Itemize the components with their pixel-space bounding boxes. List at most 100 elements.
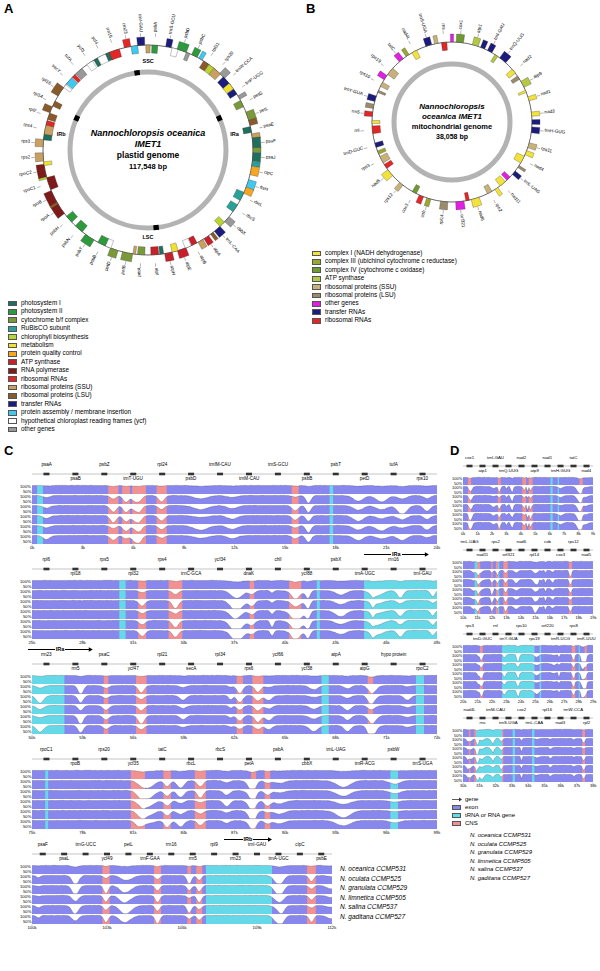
conservation-track xyxy=(463,672,593,680)
gene-label: psbC xyxy=(198,33,207,45)
axis-label: 100% xyxy=(20,725,31,729)
conservation-curve xyxy=(463,765,592,771)
tick-label: 100k xyxy=(28,926,37,930)
legend-text: chlorophyll biosynthesis xyxy=(21,334,89,340)
conservation-band xyxy=(119,610,125,619)
conservation-band xyxy=(119,630,125,639)
axis-label: 50% xyxy=(23,785,31,789)
conservation-curve xyxy=(32,790,437,798)
gene-label: cox1 xyxy=(465,456,474,460)
gene-block xyxy=(372,120,380,123)
gene-label: rpl2 xyxy=(583,721,590,725)
legend-text: transfer RNAs xyxy=(21,401,61,407)
conservation-band xyxy=(206,905,272,914)
axis-label: 50% xyxy=(454,575,462,579)
gene-label: rpl32 xyxy=(128,572,138,577)
gene-arrow xyxy=(545,717,551,720)
conservation-curve xyxy=(463,729,592,730)
axis-label: 50% xyxy=(23,890,31,894)
conservation-track xyxy=(32,905,332,914)
gene-arrow xyxy=(362,568,368,571)
tick-label: 90k xyxy=(282,831,289,835)
region-arrow xyxy=(268,837,272,841)
gene-label: psbT xyxy=(331,463,341,468)
gene-label: hypo protein xyxy=(381,653,406,658)
conservation-curve xyxy=(32,485,437,486)
gene-block xyxy=(500,51,511,62)
tick-label: 103k xyxy=(103,926,112,930)
axis-label: 100% xyxy=(452,513,462,517)
conservation-gap xyxy=(32,505,437,514)
gene-label: nad1 xyxy=(540,90,551,97)
gene-label: rps5 xyxy=(100,558,109,563)
tick-label: 24k xyxy=(434,546,441,550)
conservation-track xyxy=(32,770,437,779)
leader-line xyxy=(110,257,111,260)
gene-arrow xyxy=(571,717,577,720)
gene-label: psbT xyxy=(75,247,84,258)
gene-arrow xyxy=(72,568,78,571)
conservation-band xyxy=(529,477,533,485)
gene-block xyxy=(66,211,77,222)
gene-label: petA xyxy=(137,267,142,277)
conservation-band xyxy=(322,715,329,724)
conservation-band xyxy=(416,695,424,704)
gene-label: rpl16 xyxy=(543,708,553,712)
gene-label: rpoA xyxy=(40,214,51,223)
panel-letter: B xyxy=(306,2,315,15)
panel-letter: C xyxy=(4,444,13,457)
conservation-band xyxy=(522,477,526,485)
conservation-gap xyxy=(32,685,437,694)
gene-label: rps10 xyxy=(358,70,370,79)
gene-block xyxy=(183,52,190,61)
gene-label: rpoB xyxy=(32,200,43,208)
conservation-gap xyxy=(463,681,593,689)
conservation-band xyxy=(206,885,272,894)
gene-label: tatC xyxy=(570,456,578,460)
species-label: N. gaditana CCMP527 xyxy=(470,875,530,881)
gene-label: trnI-GAU xyxy=(494,23,507,41)
legend-swatch xyxy=(8,301,17,307)
leader-line xyxy=(261,157,264,158)
legend-text: ribosomal proteins (LSU) xyxy=(21,392,92,398)
leader-line xyxy=(371,79,374,81)
conservation-curve xyxy=(463,756,592,763)
conservation-band xyxy=(513,729,515,737)
gene-block xyxy=(532,119,540,124)
legend-text: ATP synthase xyxy=(325,275,364,281)
gene-label: petL xyxy=(124,843,133,848)
leader-line xyxy=(242,213,245,215)
tick-label: 32k xyxy=(493,784,499,788)
leader-line xyxy=(540,130,543,131)
axis-label: 100% xyxy=(452,729,462,733)
gene-label: rpl14 xyxy=(439,214,445,225)
gene-label: rns xyxy=(480,721,486,725)
gene-arrow xyxy=(190,853,196,856)
gene-label: nad3 xyxy=(544,109,555,115)
tick-label: 62k xyxy=(231,736,238,740)
axis-label: 100% xyxy=(20,705,31,709)
axis-label: 50% xyxy=(454,509,462,513)
leader-line xyxy=(31,157,34,158)
gene-arrow xyxy=(545,465,551,468)
tick-label: 11k xyxy=(474,616,480,620)
genome-center: Nannochloropsis oceanica IMET1plastid ge… xyxy=(66,68,230,232)
species-label: N. gaditana CCMP527 xyxy=(340,914,405,921)
gene-label: clpC xyxy=(263,171,273,177)
gene-label: trnL-CAA xyxy=(526,721,544,725)
gene-block xyxy=(166,39,173,48)
axis-label: 50% xyxy=(23,530,31,534)
leader-line xyxy=(125,35,127,38)
gene-label: rrn16 xyxy=(166,843,177,848)
gene-block xyxy=(48,113,58,122)
tick-label: 3k xyxy=(504,532,508,536)
gene-arrow xyxy=(304,663,310,666)
gene-block xyxy=(514,153,525,163)
tick-label: 33k xyxy=(509,784,515,788)
gene-label: psaA xyxy=(41,463,51,468)
gene-label: rps10 xyxy=(516,624,527,628)
conservation-track xyxy=(32,895,332,904)
leader-line xyxy=(394,190,396,193)
conservation-gap xyxy=(463,729,593,730)
gene-label: rps11 xyxy=(540,147,552,155)
